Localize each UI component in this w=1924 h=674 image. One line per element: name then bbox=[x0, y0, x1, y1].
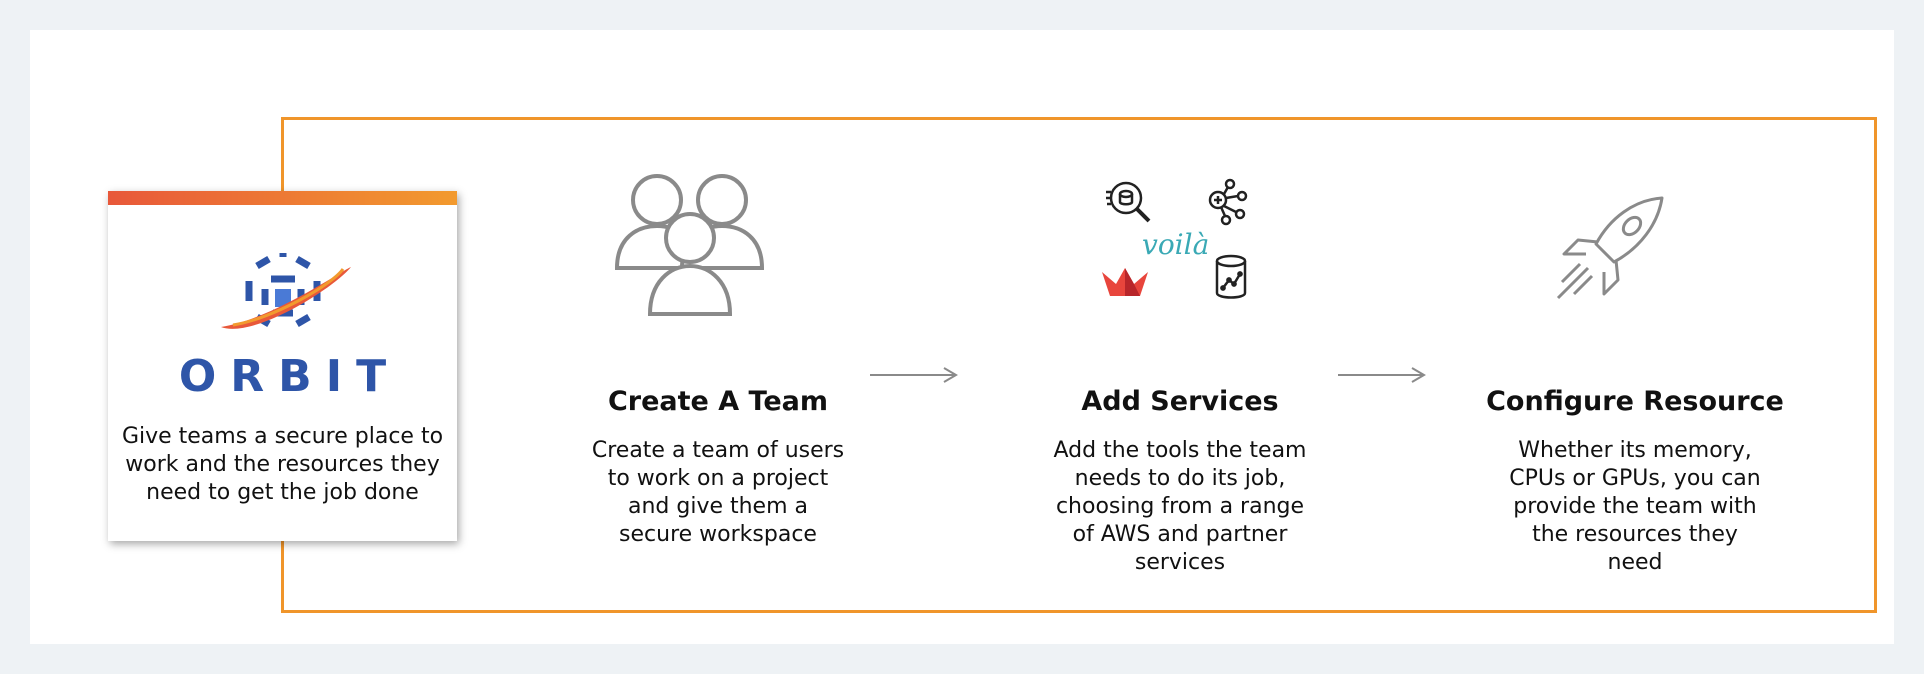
streamlit-crown-icon bbox=[1102, 268, 1148, 296]
step-title: Configure Resource bbox=[1486, 386, 1784, 417]
rocket-icon bbox=[1556, 196, 1664, 300]
network-nodes-icon bbox=[1208, 178, 1248, 226]
diagram-canvas: ORBIT Give teams a secure place to work … bbox=[30, 30, 1894, 644]
step-add-services: Add Services Add the tools the team need… bbox=[1030, 385, 1330, 577]
voila-logo-text: voilà bbox=[1142, 228, 1210, 261]
step-title: Create A Team bbox=[607, 386, 829, 417]
step-configure-resource: Configure Resource Whether its memory, C… bbox=[1485, 385, 1785, 577]
services-icon: voilà bbox=[1070, 178, 1250, 308]
card-accent-bar bbox=[108, 191, 457, 205]
search-database-icon bbox=[1106, 181, 1151, 223]
arrow-right-icon bbox=[1338, 367, 1426, 383]
arrow-right-icon bbox=[870, 367, 958, 383]
step-description: Create a team of users to work on a proj… bbox=[591, 438, 845, 547]
step-create-team: Create A Team Create a team of users to … bbox=[578, 385, 858, 549]
orbit-description: Give teams a secure place to work and th… bbox=[121, 424, 444, 505]
database-chart-icon bbox=[1215, 254, 1247, 299]
orbit-logo-icon bbox=[221, 253, 351, 329]
step-title: Add Services bbox=[1081, 386, 1279, 417]
orbit-card: ORBIT Give teams a secure place to work … bbox=[108, 191, 457, 541]
step-description: Whether its memory, CPUs or GPUs, you ca… bbox=[1509, 438, 1761, 575]
step-description: Add the tools the team needs to do its j… bbox=[1053, 438, 1307, 575]
orbit-logo-text: ORBIT bbox=[178, 351, 401, 402]
team-icon bbox=[614, 174, 765, 316]
